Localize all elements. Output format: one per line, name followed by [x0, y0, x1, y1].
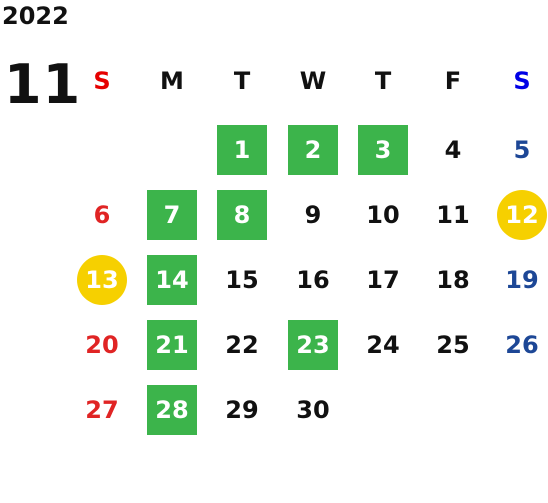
day-cell-19: 19: [505, 266, 539, 294]
day-cell-1: 1: [217, 125, 267, 175]
day-cell-2: 2: [288, 125, 338, 175]
day-cell-23: 23: [288, 320, 338, 370]
day-cell-25: 25: [436, 331, 470, 359]
day-cell-28: 28: [147, 385, 197, 435]
weekday-tue: T: [233, 67, 251, 95]
day-cell-12: 12: [497, 190, 547, 240]
day-cell-8: 8: [217, 190, 267, 240]
day-cell-10: 10: [366, 201, 400, 229]
day-cell-6: 6: [93, 201, 111, 229]
day-cell-13: 13: [77, 255, 127, 305]
day-cell-30: 30: [296, 396, 330, 424]
day-cell-14: 14: [147, 255, 197, 305]
day-cell-21: 21: [147, 320, 197, 370]
day-cell-27: 27: [85, 396, 119, 424]
day-cell-11: 11: [436, 201, 470, 229]
day-cell-5: 5: [513, 136, 531, 164]
day-cell-17: 17: [366, 266, 400, 294]
day-cell-29: 29: [225, 396, 259, 424]
day-cell-3: 3: [358, 125, 408, 175]
day-cell-4: 4: [444, 136, 462, 164]
day-cell-7: 7: [147, 190, 197, 240]
day-cell-20: 20: [85, 331, 119, 359]
weekday-thu: T: [374, 67, 392, 95]
day-cell-18: 18: [436, 266, 470, 294]
day-cell-22: 22: [225, 331, 259, 359]
day-cell-16: 16: [296, 266, 330, 294]
month-label: 11: [4, 53, 82, 116]
day-cell-15: 15: [225, 266, 259, 294]
weekday-mon: M: [160, 67, 184, 95]
day-cell-26: 26: [505, 331, 539, 359]
weekday-fri: F: [444, 67, 462, 95]
year-label: 2022: [2, 2, 69, 30]
weekday-sun: S: [93, 67, 111, 95]
day-cell-9: 9: [304, 201, 322, 229]
weekday-wed: W: [299, 67, 327, 95]
day-cell-24: 24: [366, 331, 400, 359]
weekday-sat: S: [513, 67, 531, 95]
